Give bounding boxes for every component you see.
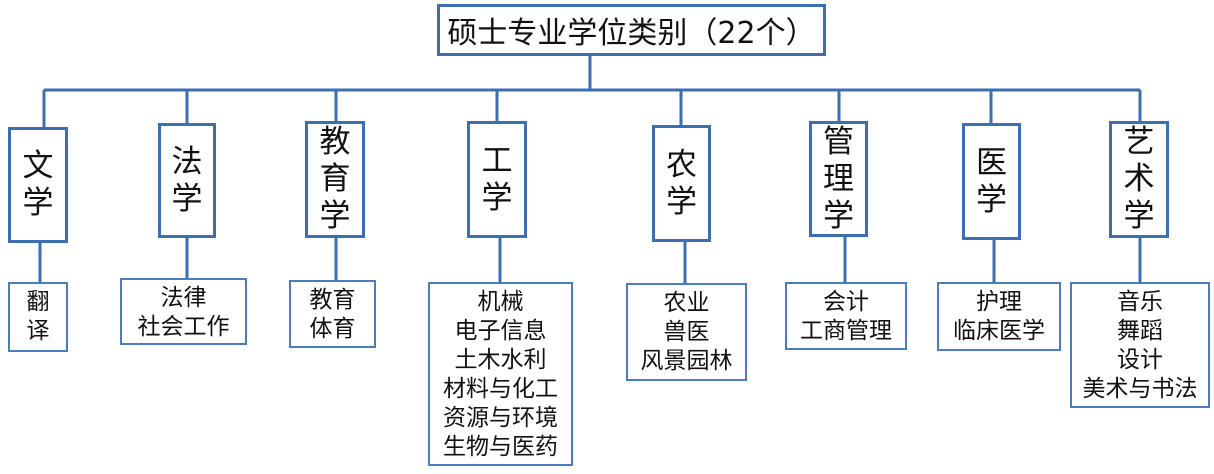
category-wenxue: 文 学 (8, 127, 68, 243)
subject-item: 设计 (1117, 347, 1163, 373)
category-faxue: 法 学 (158, 123, 216, 238)
subject-item: 兽医 (663, 319, 710, 345)
category-char: 管 (823, 123, 854, 160)
subject-item: 美术与书法 (1082, 376, 1198, 402)
category-char: 学 (319, 198, 351, 234)
category-char: 艺 (1123, 124, 1155, 160)
category-char: 文 (22, 148, 54, 184)
category-char: 学 (171, 180, 203, 217)
subject-item: 材料与化工 (443, 376, 558, 402)
subject-item: 护理 (976, 289, 1022, 315)
subjects-faxue: 法律 社会工作 (120, 278, 247, 345)
subject-item: 风景园林 (640, 348, 733, 374)
category-char: 学 (666, 183, 697, 220)
root-title: 硕士专业学位类别（22个） (447, 16, 816, 51)
subjects-guanlixue: 会计 工商管理 (785, 282, 907, 350)
category-char: 农 (666, 146, 697, 183)
subject-item: 电子信息 (454, 318, 547, 344)
subject-item: 舞蹈 (1117, 318, 1163, 344)
root-title-box: 硕士专业学位类别（22个） (437, 4, 826, 56)
category-char: 教 (319, 124, 351, 160)
category-char: 术 (1123, 161, 1155, 197)
category-guanlixue: 管 理 学 (809, 121, 868, 237)
subjects-nongxue: 农业 兽医 风景园林 (626, 283, 747, 381)
subject-item: 生物与医药 (443, 434, 558, 460)
category-char: 育 (319, 161, 351, 197)
category-char: 学 (481, 179, 513, 216)
category-char: 学 (1123, 198, 1155, 234)
subject-item: 工商管理 (800, 318, 892, 344)
subjects-gongxue: 机械 电子信息 土木水利 材料与化工 资源与环境 生物与医药 (428, 282, 573, 466)
category-char: 学 (22, 185, 54, 221)
category-char: 法 (171, 143, 203, 180)
category-yishuxue: 艺 术 学 (1109, 121, 1169, 238)
category-nongxue: 农 学 (652, 125, 711, 242)
subject-item: 法律 (160, 285, 207, 311)
category-char: 工 (481, 142, 513, 179)
subjects-wenxue: 翻 译 (8, 282, 68, 352)
category-yixue: 医 学 (962, 123, 1021, 240)
category-char: 医 (976, 144, 1007, 181)
category-char: 学 (823, 197, 854, 234)
subject-item: 会计 (823, 289, 869, 315)
subjects-yixue: 护理 临床医学 (937, 282, 1061, 351)
subjects-yishuxue: 音乐 舞蹈 设计 美术与书法 (1070, 282, 1210, 408)
subject-item: 教育 (309, 287, 356, 313)
subject-item: 体育 (309, 316, 356, 342)
subject-item: 译 (26, 318, 50, 344)
subject-item: 土木水利 (454, 347, 547, 373)
subject-item: 资源与环境 (443, 405, 558, 431)
category-jiaoyuxue: 教 育 学 (305, 121, 365, 238)
subject-item: 机械 (477, 289, 524, 315)
category-gongxue: 工 学 (467, 121, 527, 238)
subject-item: 音乐 (1117, 289, 1163, 315)
subject-item: 农业 (663, 290, 710, 316)
category-char: 学 (976, 181, 1007, 218)
subject-item: 翻 (26, 289, 50, 315)
subjects-jiaoyuxue: 教育 体育 (289, 280, 376, 348)
category-char: 理 (823, 160, 854, 197)
subject-item: 社会工作 (137, 314, 230, 340)
subject-item: 临床医学 (953, 318, 1045, 344)
